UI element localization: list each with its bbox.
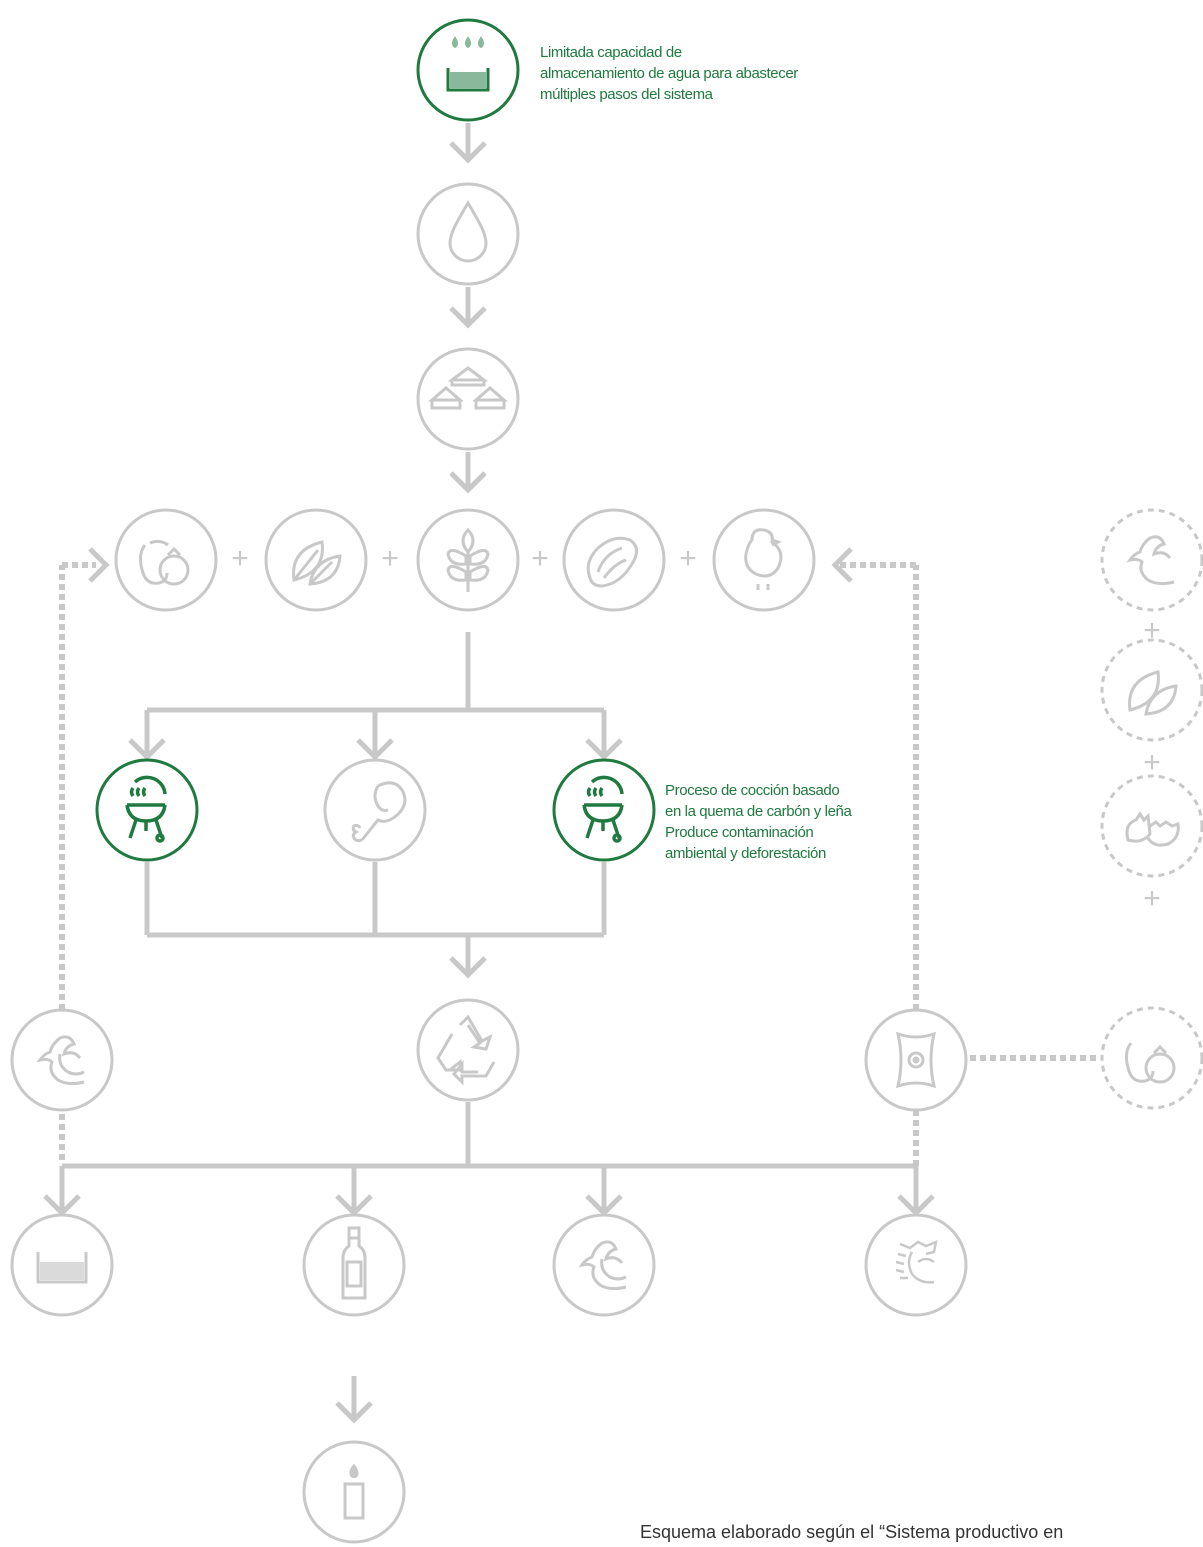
leaves-icon xyxy=(292,540,342,586)
meat-icon xyxy=(586,536,638,588)
input-leaves-node xyxy=(1100,638,1203,742)
candle-node xyxy=(302,1440,406,1544)
grill-icon xyxy=(582,775,624,843)
water-tank-node xyxy=(416,18,520,122)
cooking-note: Proceso de cocción basado en la quema de… xyxy=(665,780,852,864)
note-line: ambiental y deforestación xyxy=(665,845,826,862)
note-line: Limitada capacidad de xyxy=(540,44,682,61)
meat-node xyxy=(562,508,666,612)
recycle-icon xyxy=(436,1014,496,1086)
food-stack-node xyxy=(416,347,520,451)
grain-icon xyxy=(446,527,490,592)
water-tank-icon xyxy=(446,36,490,92)
vegetables-icon xyxy=(1124,1042,1176,1084)
solid-connectors xyxy=(59,123,919,1420)
input-vegetables-node xyxy=(1100,1006,1203,1110)
grill-left-node xyxy=(95,758,199,862)
grain-node xyxy=(416,508,520,612)
dotted-arrowheads xyxy=(88,547,853,583)
plus-sign: + xyxy=(1143,614,1161,647)
plus-sign: + xyxy=(231,542,249,575)
fertilizer-bag-icon xyxy=(895,1031,937,1089)
fish-waste-node xyxy=(864,1213,968,1317)
banana-peel-icon xyxy=(1126,535,1175,586)
vegetables-node xyxy=(114,508,218,612)
drumstick-icon xyxy=(351,781,407,843)
plus-sign: + xyxy=(679,542,697,575)
note-line: Produce contaminación xyxy=(665,824,814,841)
banana-peel-icon xyxy=(578,1240,627,1291)
plus-sign: + xyxy=(381,542,399,575)
grill-icon xyxy=(125,775,167,843)
peel-left-node xyxy=(10,1008,114,1112)
source-caption: Esquema elaborado según el “Sistema prod… xyxy=(640,1522,1064,1542)
bottle-icon xyxy=(341,1226,367,1300)
leaves-icon xyxy=(1128,670,1178,716)
arrowheads xyxy=(43,141,935,1424)
leaves-node xyxy=(264,508,368,612)
plus-sign: + xyxy=(1143,882,1161,915)
candle-icon xyxy=(343,1463,365,1520)
waste-water-node xyxy=(10,1213,114,1317)
oil-bottle-node xyxy=(302,1213,406,1317)
input-eggshell-node xyxy=(1100,774,1203,878)
chick-icon xyxy=(744,528,783,590)
fish-bones-icon xyxy=(895,1239,938,1284)
plus-sign: + xyxy=(1143,746,1161,779)
water-container-icon xyxy=(36,1252,88,1284)
drumstick-node xyxy=(323,758,427,862)
grill-right-node xyxy=(552,758,656,862)
fertilizer-bag-node xyxy=(864,1008,968,1112)
organic-waste-node xyxy=(552,1213,656,1317)
chicken-node xyxy=(712,508,816,612)
input-peel-node xyxy=(1100,508,1203,612)
water-drop-node xyxy=(416,182,520,286)
food-stack-icon xyxy=(427,366,509,410)
note-line: múltiples pasos del sistema xyxy=(540,86,713,103)
note-line: almacenamiento de agua para abastecer xyxy=(540,65,798,82)
vegetables-icon xyxy=(138,539,190,586)
eggshell-icon xyxy=(1125,811,1180,847)
water-storage-note: Limitada capacidad de almacenamiento de … xyxy=(540,42,798,105)
note-line: en la quema de carbón y leña xyxy=(665,803,852,820)
banana-peel-icon xyxy=(36,1035,85,1086)
note-line: Proceso de cocción basado xyxy=(665,782,840,799)
plus-sign: + xyxy=(531,542,549,575)
recycle-node xyxy=(416,998,520,1102)
water-drop-icon xyxy=(448,200,488,263)
